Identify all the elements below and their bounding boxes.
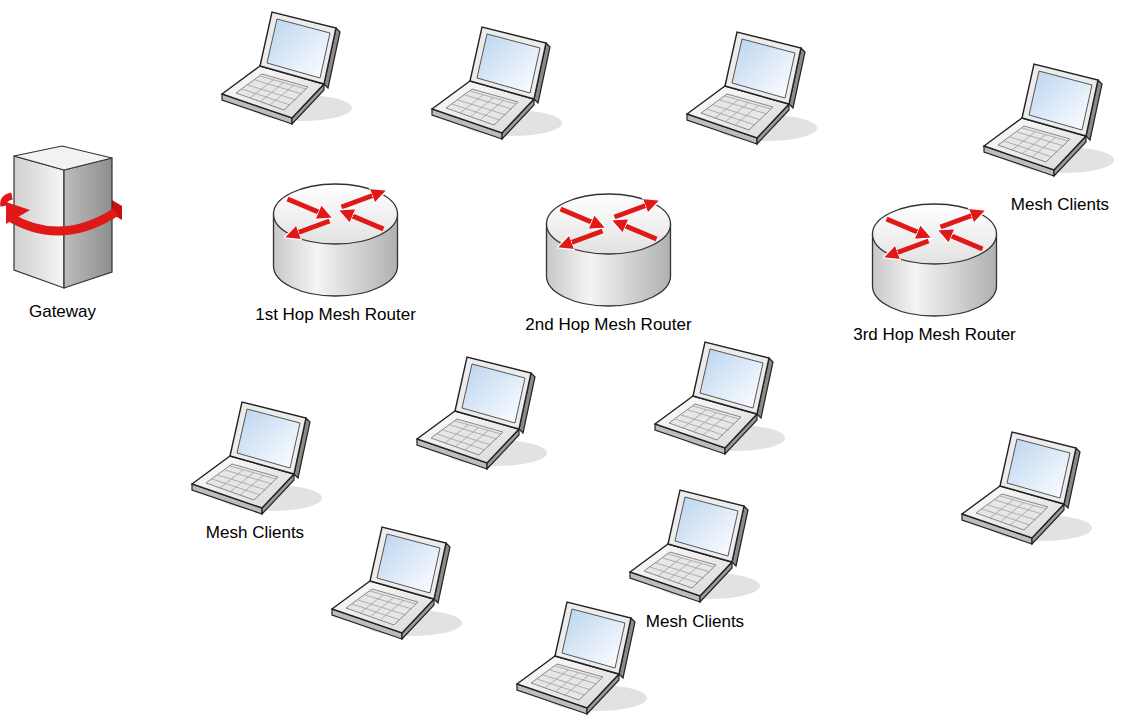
laptop-icon — [687, 32, 817, 144]
gateway-ring-back — [4, 196, 12, 206]
node-label: 1st Hop Mesh Router — [223, 304, 448, 326]
router-arrow — [941, 213, 979, 227]
client-label: Mesh Clients — [1011, 194, 1109, 216]
router-arrow — [619, 223, 657, 239]
gateway-node: Gateway — [0, 140, 125, 325]
laptop-icon — [222, 12, 352, 124]
mesh-router-node: 1st Hop Mesh Router — [223, 180, 448, 328]
laptop-icon — [962, 432, 1092, 544]
node-label: 2nd Hop Mesh Router — [496, 314, 721, 336]
router-arrow — [342, 193, 380, 207]
router-arrow — [887, 219, 925, 235]
laptop-icon — [655, 342, 785, 454]
router-arrow — [292, 221, 330, 235]
server-icon — [0, 140, 125, 298]
router-top — [547, 194, 671, 254]
laptop-icon — [192, 402, 322, 514]
router-arrow — [288, 199, 326, 215]
router-top — [274, 184, 398, 244]
gateway-ring-arrow — [6, 202, 30, 224]
laptop-icon — [984, 64, 1114, 176]
router-icon — [822, 200, 1047, 318]
router-arrow — [891, 241, 929, 255]
node-label: 3rd Hop Mesh Router — [822, 324, 1047, 346]
router-arrow — [561, 209, 599, 225]
tower-top — [14, 146, 112, 170]
mesh-router-node: 3rd Hop Mesh Router — [822, 200, 1047, 348]
mesh-router-node: 2nd Hop Mesh Router — [496, 190, 721, 338]
router-arrow — [346, 213, 384, 229]
router-arrow — [615, 203, 653, 217]
laptop-icon — [332, 527, 462, 639]
router-icon — [223, 180, 448, 298]
router-arrow — [565, 231, 603, 245]
laptop-icon — [417, 357, 547, 469]
laptop-group — [192, 12, 1114, 714]
laptop-icon — [630, 490, 760, 602]
router-arrow — [945, 233, 983, 249]
node-label: Gateway — [0, 301, 125, 323]
router-icon — [496, 190, 721, 308]
gateway-ring — [8, 212, 116, 231]
laptop-icon — [432, 27, 562, 139]
router-top — [873, 204, 997, 264]
client-label: Mesh Clients — [646, 611, 744, 633]
laptop-icon — [517, 602, 647, 714]
client-label: Mesh Clients — [206, 522, 304, 544]
